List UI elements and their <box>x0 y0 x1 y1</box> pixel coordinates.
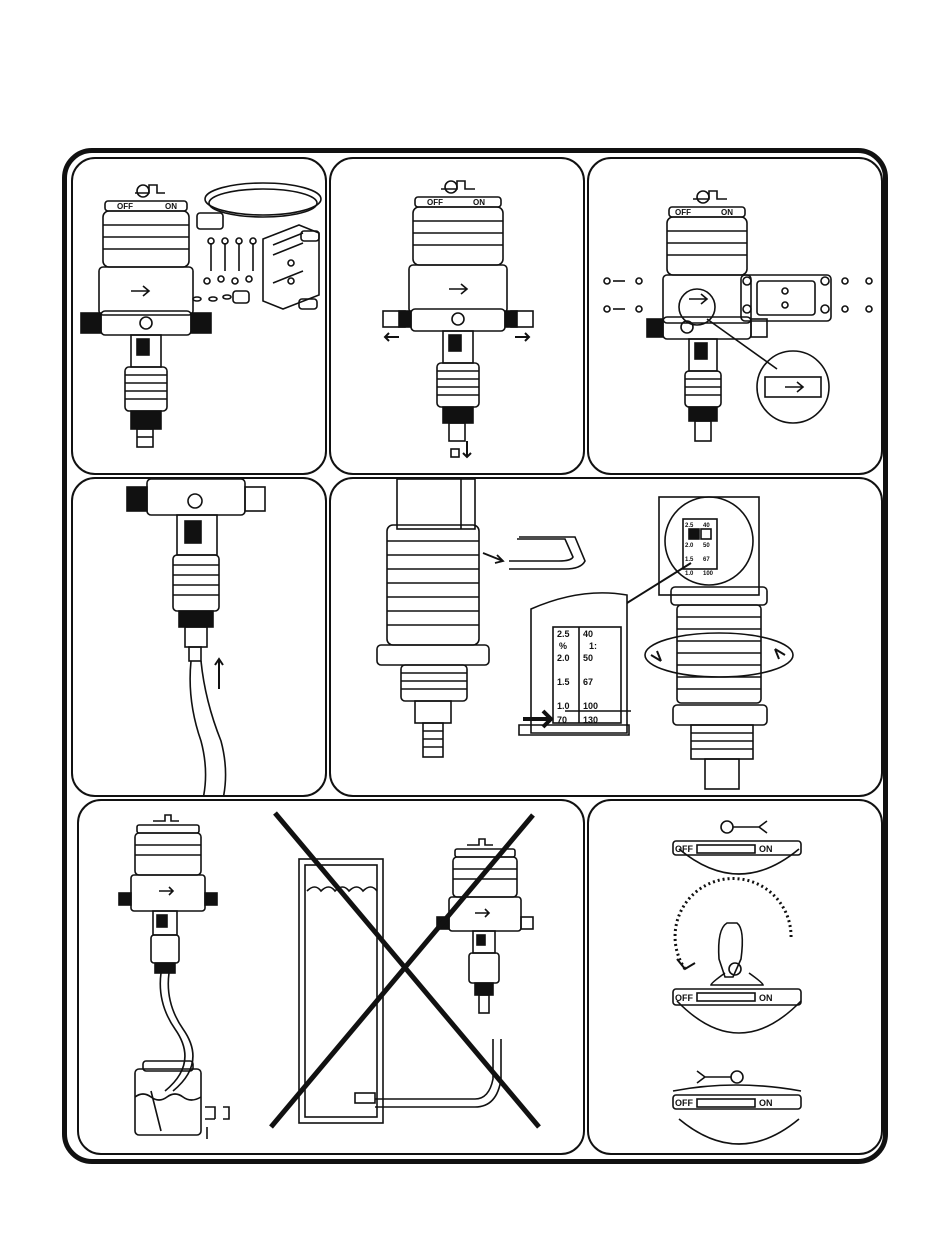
pump-with-parts-illustration: OFF ON <box>73 159 327 475</box>
scale-left-label: 2.0 <box>557 653 570 663</box>
dosage-adjustment-illustration: 2.5 40 2.0 50 1.5 67 1.0 100 70 130 % 1:… <box>331 479 883 797</box>
panel-remove-caps: OFF ON <box>329 157 585 475</box>
switch-off-label: OFF <box>427 198 443 207</box>
installation-correct-incorrect-illustration <box>79 801 585 1155</box>
panel-set-dosage: 2.5 40 2.0 50 1.5 67 1.0 100 70 130 % 1:… <box>329 477 883 797</box>
switch-off-label: OFF <box>675 993 693 1003</box>
scale-right-label: 50 <box>583 653 593 663</box>
scale-right-label: 67 <box>703 557 710 563</box>
switch-off-label: OFF <box>117 202 133 211</box>
scale-left-label: 1.5 <box>685 557 694 563</box>
scale-right-label: 67 <box>583 677 593 687</box>
scale-bottom-right-label: 130 <box>583 715 598 725</box>
scale-bottom-left-label: 70 <box>557 715 567 725</box>
attach-suction-tube-illustration <box>73 479 327 797</box>
pump-remove-caps-illustration: OFF ON <box>331 159 585 475</box>
switch-positions-illustration: OFF ON OFF ON OFF ON <box>589 801 883 1155</box>
panel-mount-bracket: OFF ON <box>587 157 883 475</box>
panel-switch-on-off: OFF ON OFF ON OFF ON <box>587 799 883 1155</box>
scale-left-label: 2.0 <box>685 543 694 549</box>
ratio-symbol: 1: <box>589 641 597 651</box>
switch-on-label: ON <box>759 993 773 1003</box>
scale-right-label: 100 <box>703 571 714 577</box>
switch-on-label: ON <box>721 208 733 217</box>
scale-right-label: 50 <box>703 543 710 549</box>
switch-on-label: ON <box>473 198 485 207</box>
switch-off-label: OFF <box>675 844 693 854</box>
switch-off-label: OFF <box>675 208 691 217</box>
percent-symbol: % <box>559 641 567 651</box>
instruction-sheet-frame: OFF ON <box>62 148 888 1164</box>
panel-attach-tube <box>71 477 327 797</box>
switch-on-label: ON <box>759 844 773 854</box>
scale-left-label: 1.0 <box>557 701 570 711</box>
switch-on-label: ON <box>165 202 177 211</box>
switch-off-label: OFF <box>675 1098 693 1108</box>
scale-left-label: 2.5 <box>557 629 570 639</box>
pump-mounting-illustration: OFF ON <box>589 159 883 475</box>
scale-right-label: 100 <box>583 701 598 711</box>
scale-right-label: 40 <box>583 629 593 639</box>
panel-installation-height <box>77 799 585 1155</box>
scale-left-label: 1.0 <box>685 571 694 577</box>
panel-kit-contents: OFF ON <box>71 157 327 475</box>
scale-left-label: 2.5 <box>685 523 694 529</box>
switch-on-label: ON <box>759 1098 773 1108</box>
scale-right-label: 40 <box>703 523 710 529</box>
scale-left-label: 1.5 <box>557 677 570 687</box>
